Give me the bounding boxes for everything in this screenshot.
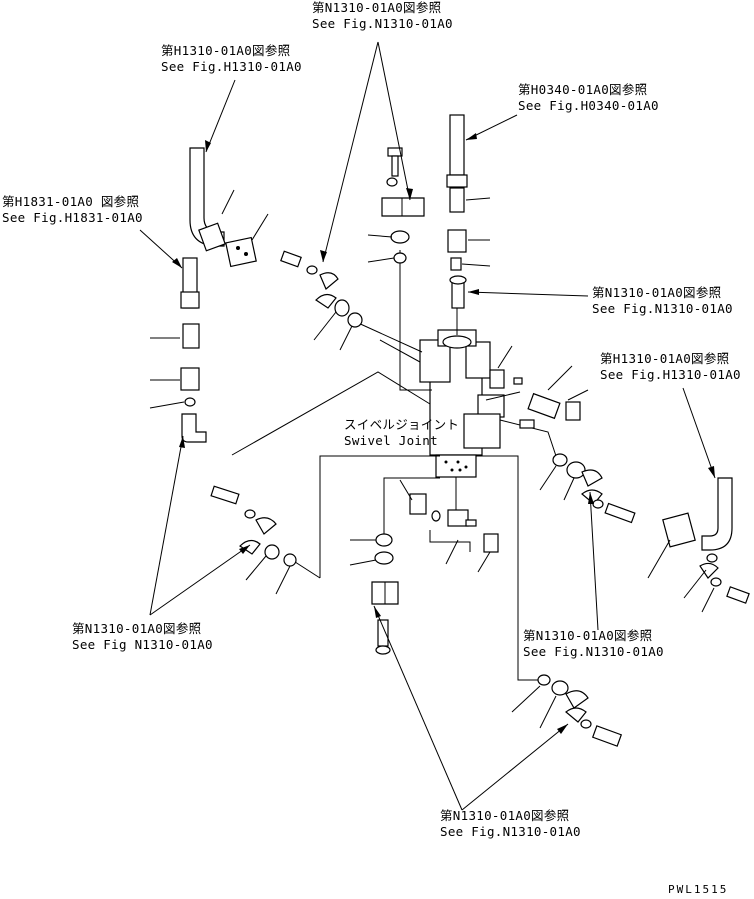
- lower-left-flange-set: [210, 485, 297, 567]
- right-body-fittings: [489, 369, 581, 429]
- lower-tee-fittings: [409, 493, 499, 553]
- ref-n1310-right-jp: 第N1310-01A0図参照: [592, 285, 722, 300]
- right-elbow-hose: [662, 477, 750, 604]
- drawing-code: PWL1515: [668, 883, 729, 896]
- ref-h1310-left-en: See Fig.H1310-01A0: [161, 59, 302, 74]
- ref-n1310-left-low-jp: 第N1310-01A0図参照: [72, 621, 202, 636]
- ref-n1310-mid-low-jp: 第N1310-01A0図参照: [523, 628, 653, 643]
- part-leader-lines: [149, 189, 715, 729]
- left-elbow-hose: [189, 147, 257, 268]
- swivel-joint-body: [419, 305, 505, 512]
- ref-n1310-bottom-jp: 第N1310-01A0図参照: [440, 808, 570, 823]
- left-upper-flange-set: [280, 250, 363, 328]
- ref-top-n1310-jp: 第N1310-01A0図参照: [312, 0, 442, 15]
- ref-h1831-jp: 第H1831-01A0 図参照: [2, 194, 140, 209]
- top-flange-set: [381, 147, 425, 264]
- ref-h0340-jp: 第H0340-01A0図参照: [518, 82, 648, 97]
- right-mid-flange-set: [552, 453, 636, 524]
- left-straight-hose: [180, 257, 207, 443]
- swivel-joint-label-jp: スイベルジョイント: [344, 417, 460, 432]
- bottom-right-flange-set: [537, 674, 623, 747]
- reference-leader-lines: [139, 41, 716, 811]
- ref-h1310-right-jp: 第H1310-01A0図参照: [600, 351, 730, 366]
- body-connection-lines: [231, 250, 557, 681]
- swivel-joint-label-en: Swivel Joint: [344, 433, 438, 448]
- ref-n1310-bottom-en: See Fig.N1310-01A0: [440, 824, 581, 839]
- ref-n1310-left-low-en: See Fig N1310-01A0: [72, 637, 213, 652]
- top-right-hose: [446, 114, 468, 309]
- lower-center-flange-set: [371, 533, 399, 655]
- ref-h0340-en: See Fig.H0340-01A0: [518, 98, 659, 113]
- ref-h1310-left-jp: 第H1310-01A0図参照: [161, 43, 291, 58]
- ref-h1831-en: See Fig.H1831-01A0: [2, 210, 143, 225]
- ref-n1310-mid-low-en: See Fig.N1310-01A0: [523, 644, 664, 659]
- ref-n1310-right-en: See Fig.N1310-01A0: [592, 301, 733, 316]
- ref-top-n1310-en: See Fig.N1310-01A0: [312, 16, 453, 31]
- ref-h1310-right-en: See Fig.H1310-01A0: [600, 367, 741, 382]
